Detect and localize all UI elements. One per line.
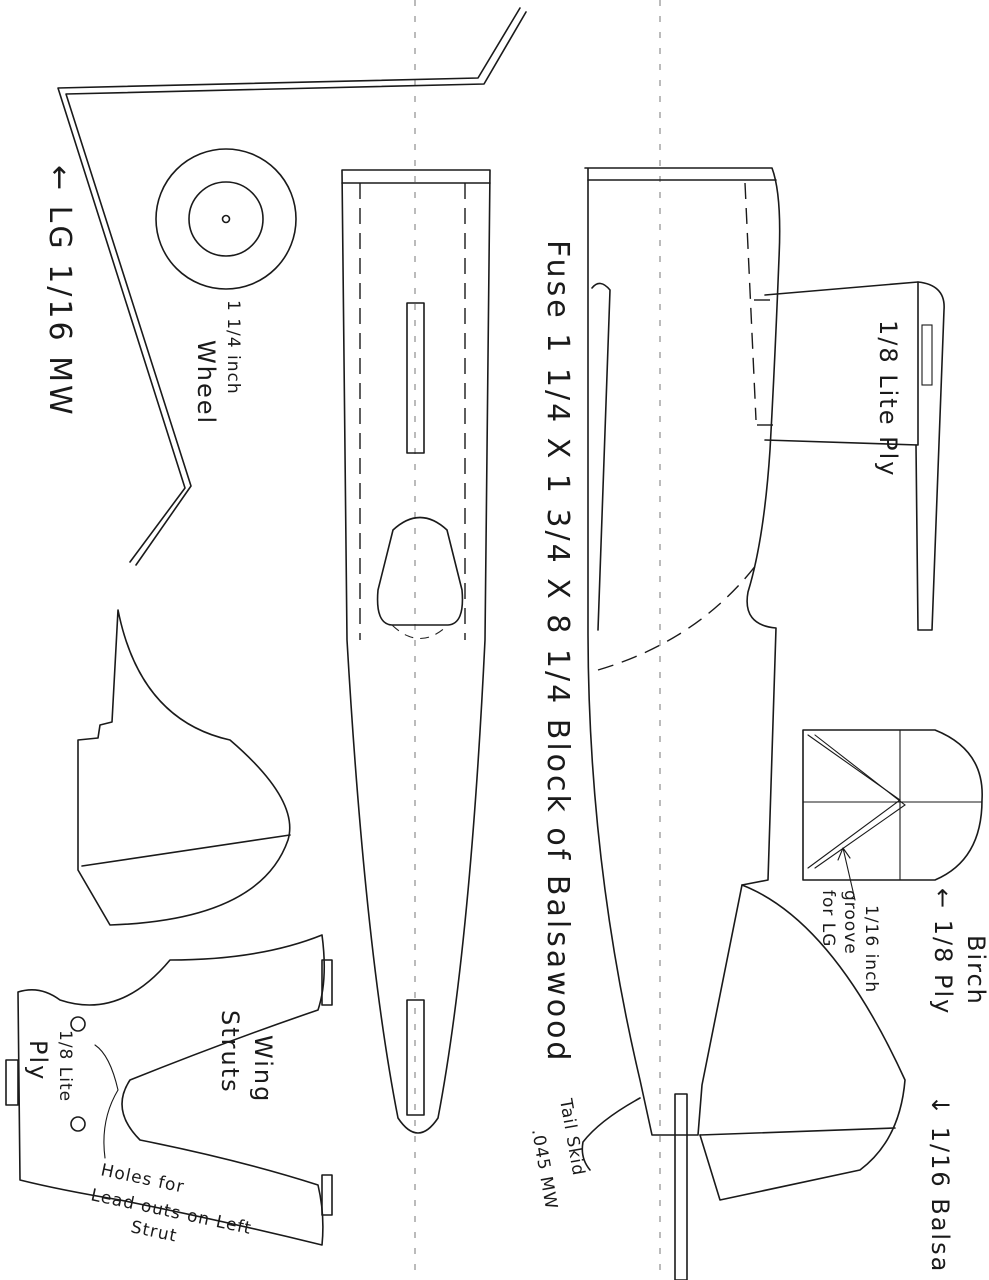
strut-ply-label-2: Ply: [24, 1040, 52, 1081]
tail-post: [581, 1093, 688, 1280]
strut-ply-label: 1/8 Lite: [55, 1030, 75, 1102]
groove-for-lg-label: for LG: [818, 890, 838, 947]
tail-skid-wire-label: .045 MW: [527, 1127, 561, 1211]
rudder-balsa-label: ↓ 1/16 Balsa: [926, 1095, 954, 1273]
fuselage-side-view: [584, 167, 781, 1136]
tail-skid-label: Tail Skid: [555, 1096, 588, 1177]
wing-label: Wing: [249, 1035, 277, 1103]
wing-strut: [5, 934, 333, 1246]
rudder-fin: [699, 884, 906, 1201]
groove-label: groove: [840, 890, 860, 955]
landing-gear-wire: [57, 7, 527, 566]
wheel: [155, 148, 297, 290]
guide-lines: [414, 0, 661, 1280]
stabilizer: [764, 281, 945, 631]
landing-gear-label: ← LG 1/16 MW: [42, 165, 77, 418]
fuselage-top-view: [341, 169, 491, 1134]
fuse-block-label: Fuse 1 1/4 X 1 3/4 X 8 1/4 Block of Bals…: [540, 240, 575, 1063]
wheel-label: Wheel: [192, 340, 220, 425]
birch-ply-label: ← 1/8 Ply: [929, 888, 957, 1015]
groove-arrow: [837, 847, 856, 901]
birch-label: Birch: [962, 935, 989, 1006]
struts-label: Struts: [216, 1010, 244, 1094]
groove-size-label: 1/16 inch: [861, 905, 881, 993]
birch-ply-former: [802, 729, 983, 881]
stab-ply-label: 1/8 Lite Ply: [874, 320, 902, 477]
cowl-profile: [77, 609, 291, 926]
wheel-size-label: 1 1/4 inch: [223, 300, 243, 395]
